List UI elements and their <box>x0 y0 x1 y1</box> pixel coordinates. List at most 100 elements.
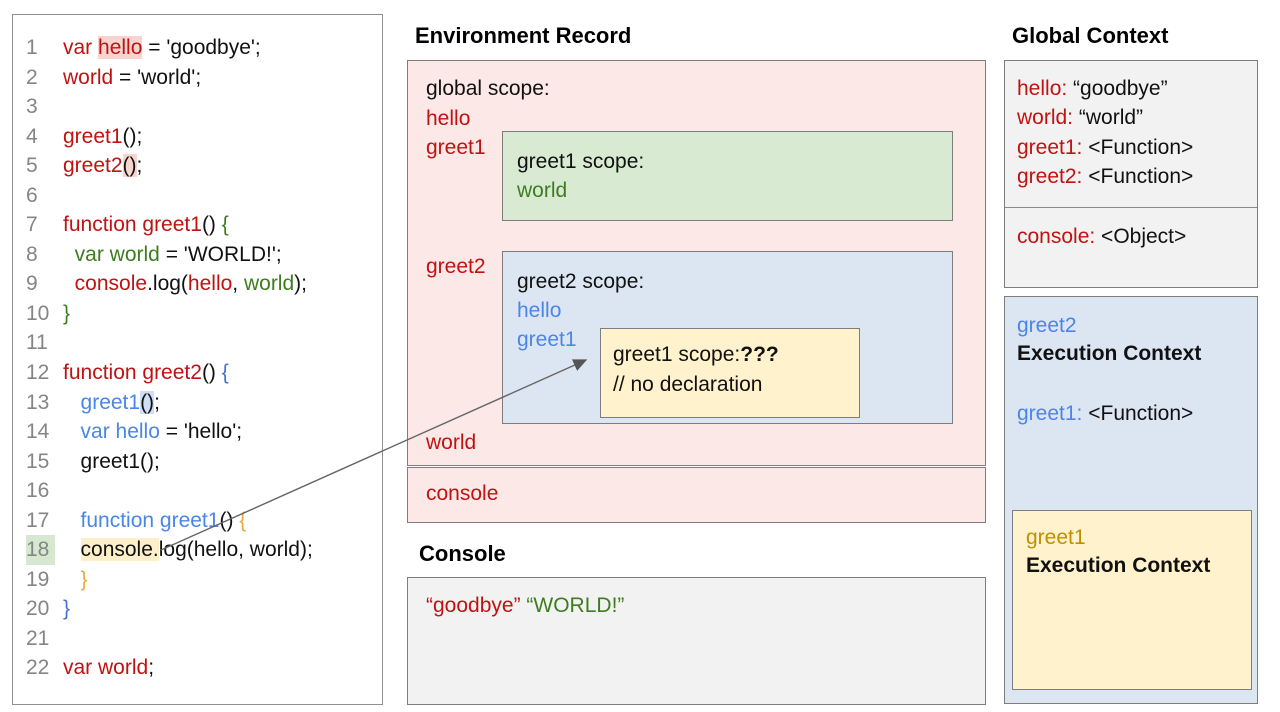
greet2-scope-var-hello: hello <box>517 299 562 322</box>
gc-row-console: console: <Object> <box>1017 225 1187 248</box>
gc-row-world: world: “world” <box>1017 106 1144 129</box>
code-line-11: 11 <box>26 328 380 358</box>
line-number-7: 7 <box>26 213 38 237</box>
greet1-scope-box: greet1 scope: world <box>502 131 953 221</box>
code-line-5: 5 greet2(); <box>26 151 380 181</box>
line-number-1: 1 <box>26 36 38 59</box>
code-line-12: 12 function greet2() { <box>26 358 380 388</box>
line-number-18: 18 <box>26 535 55 565</box>
line-number-2: 2 <box>26 65 38 89</box>
global-var-greet2: greet2 <box>426 255 486 278</box>
greet2-scope-label: greet2 scope: <box>517 270 645 293</box>
code-line-7: 7 function greet1() { <box>26 210 380 240</box>
greet1-inner-scope-box: greet1 scope:??? // no declaration <box>600 328 860 418</box>
greet2-scope-box: greet2 scope: hello greet1 greet1 scope:… <box>502 251 953 424</box>
code-text: world = 'world'; <box>63 65 202 89</box>
global-context-title: Global Context <box>1012 23 1169 48</box>
inner-scope-label: greet1 scope:??? <box>613 343 779 366</box>
inner-scope-comment: // no declaration <box>613 373 763 396</box>
line-number-14: 14 <box>26 420 50 444</box>
line-number-19: 19 <box>26 567 50 591</box>
code-text: var hello = 'goodbye'; <box>63 36 261 59</box>
code-text: console.log(hello, world); <box>74 272 307 296</box>
line-number-12: 12 <box>26 361 50 385</box>
code-line-21: 21 <box>26 624 380 654</box>
code-text: function greet1() { <box>63 213 229 237</box>
code-line-16: 16 <box>26 476 380 506</box>
code-text: console.log(hello, world); <box>80 538 313 562</box>
exec-context-label: Execution Context <box>1017 342 1202 365</box>
line-number-11: 11 <box>26 331 48 355</box>
greet2-scope-var-greet1: greet1 <box>517 328 577 351</box>
global-var-console: console <box>426 482 499 505</box>
code-text: function greet1() { <box>80 508 247 532</box>
global-scope-box: global scope: hello greet1 greet1 scope:… <box>407 60 986 466</box>
line-number-22: 22 <box>26 656 50 680</box>
line-number-8: 8 <box>26 242 38 266</box>
line-number-10: 10 <box>26 301 50 325</box>
code-line-18: 18 console.log(hello, world); <box>26 535 380 565</box>
code-line-6: 6 <box>26 181 380 211</box>
code-text: } <box>63 301 71 325</box>
console-output-world: “WORLD!” <box>526 594 625 617</box>
gc-row-greet2: greet2: <Function> <box>1017 165 1194 188</box>
greet1-scope-var-world: world <box>517 179 568 202</box>
line-number-15: 15 <box>26 449 50 473</box>
exec-row-greet1: greet1: <Function> <box>1017 402 1194 425</box>
code-text: function greet2() { <box>63 361 229 385</box>
code-line-19: 19 } <box>26 565 380 595</box>
line-number-5: 5 <box>26 154 38 178</box>
console-var-box: console <box>407 467 986 523</box>
code-text: } <box>63 597 71 621</box>
code-text: greet1(); <box>80 449 160 473</box>
code-text: greet1(); <box>63 124 143 148</box>
line-number-16: 16 <box>26 479 50 503</box>
code-line-14: 14 var hello = 'hello'; <box>26 417 380 447</box>
code-text: } <box>80 567 88 591</box>
line-number-4: 4 <box>26 124 38 148</box>
global-var-greet1: greet1 <box>426 136 486 159</box>
greet1-execution-context-box: greet1 Execution Context <box>1012 510 1252 690</box>
console-title: Console <box>419 541 506 566</box>
code-panel: 1 var hello = 'goodbye'; 2 world = 'world';… <box>12 14 383 705</box>
code-text: greet1(); <box>80 390 160 414</box>
code-line-4: 4 greet1(); <box>26 122 380 152</box>
console-output-line: “goodbye” “WORLD!” <box>426 593 624 618</box>
code-line-10: 10} <box>26 299 380 329</box>
greet1-scope-label: greet1 scope: <box>517 150 645 173</box>
console-output-goodbye: “goodbye” <box>426 594 521 617</box>
code-line-3: 3 <box>26 92 380 122</box>
gc-row-greet1: greet1: <Function> <box>1017 136 1194 159</box>
line-number-17: 17 <box>26 508 50 532</box>
line-number-13: 13 <box>26 390 50 414</box>
unknown-marker: ??? <box>740 343 779 366</box>
global-context-divider <box>1005 207 1257 208</box>
global-var-hello: hello <box>426 107 471 130</box>
line-number-3: 3 <box>26 95 38 119</box>
code-line-1: 1 var hello = 'goodbye'; <box>26 33 380 63</box>
code-line-9: 9 console.log(hello, world); <box>26 269 380 299</box>
line-number-21: 21 <box>26 626 50 650</box>
greet2-execution-context-box: greet2 Execution Context greet1: <Functi… <box>1004 296 1258 704</box>
inner-exec-context-label: Execution Context <box>1026 554 1211 577</box>
inner-exec-context-name: greet1 <box>1026 526 1086 549</box>
code-line-13: 13 greet1(); <box>26 388 380 418</box>
line-number-9: 9 <box>26 272 38 296</box>
code-line-22: 22 var world; <box>26 653 380 683</box>
code-line-8: 8 var world = 'WORLD!'; <box>26 240 380 270</box>
global-context-box: hello: “goodbye” world: “world” greet1: … <box>1004 60 1258 288</box>
code-line-2: 2 world = 'world'; <box>26 63 380 93</box>
env-record-title: Environment Record <box>415 23 632 48</box>
code-text: greet2(); <box>63 154 143 178</box>
code-line-20: 20} <box>26 594 380 624</box>
gc-row-hello: hello: “goodbye” <box>1017 77 1168 100</box>
exec-context-name: greet2 <box>1017 314 1077 337</box>
code-line-17: 17 function greet1() { <box>26 506 380 536</box>
code-text: var world = 'WORLD!'; <box>74 242 282 266</box>
global-var-world: world <box>426 431 477 454</box>
console-output-box: “goodbye” “WORLD!” <box>407 577 986 705</box>
code-text: var world; <box>63 656 155 680</box>
code-text: var hello = 'hello'; <box>80 420 243 444</box>
code-lines: 1 var hello = 'goodbye'; 2 world = 'world';… <box>26 33 380 683</box>
